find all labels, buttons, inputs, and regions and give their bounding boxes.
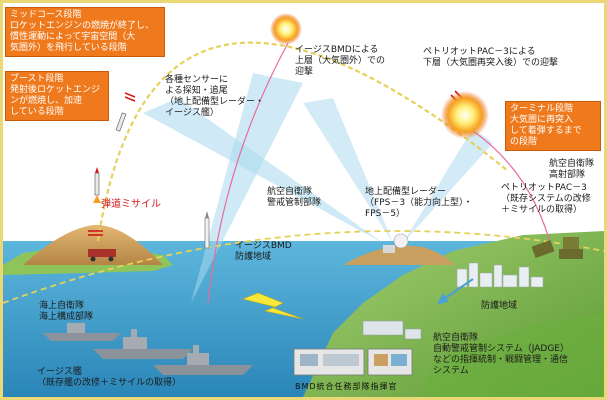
callout-line: 気圏外）を飛行している段階 [10, 43, 127, 53]
explosion-icon [270, 13, 302, 45]
protected-area-label: 防護地域 [481, 301, 518, 311]
label-line: 高射部隊 [549, 170, 586, 180]
label-line: ペトリオットPAC－3 [501, 183, 587, 193]
label-line: 防護地域 [235, 252, 272, 262]
label-line: 自動警戒管制システム（JADGE） [433, 344, 569, 354]
label-line: FPS－5） [365, 209, 406, 219]
label-line: 航空自衛隊 [433, 333, 479, 343]
label-line: （既存システムの改修 [501, 194, 591, 204]
callout-boost: ブースト段階 発射後ロケットエンジ ンが燃焼し、加速 している段階 [5, 71, 109, 121]
sensor-beam [303, 98, 393, 243]
label-line: 迎撃 [295, 67, 314, 77]
ship-icon [93, 329, 193, 359]
label-line: 海上構成部隊 [39, 312, 94, 322]
radar-dome-icon [383, 233, 409, 253]
aegis-intercept-label: イージスBMDによる 上層（大気圏外）での 迎撃 [295, 45, 385, 78]
label-line: よる探知・追尾 [165, 86, 228, 96]
callout-title: ミッドコース段階 [10, 10, 82, 20]
callout-midcourse: ミッドコース段階 ロケットエンジンの燃焼が終了し、 慣性運動によって宇宙空間（大… [5, 7, 165, 57]
callout-line: ンが燃焼し、加速 [10, 96, 83, 106]
label-line: （既存艦の改修＋ミサイルの取得） [37, 378, 182, 388]
aegis-area-label: イージスBMD 防護地域 [235, 241, 292, 263]
launcher-icon [88, 249, 116, 262]
label-line: 各種センサーに [165, 75, 229, 85]
label-line: 警戒管制部隊 [267, 198, 322, 208]
label-line: システム [433, 366, 469, 376]
hill [23, 224, 163, 265]
defense-area-arc [3, 230, 604, 304]
callout-line: している段階 [10, 107, 64, 117]
radar-label: 地上配備型レーダー （FPS－3（能力向上型）・ FPS－5） [365, 187, 473, 220]
label-line: 海上自衛隊 [39, 301, 85, 311]
label-line: ＋ミサイルの取得） [501, 205, 583, 215]
label-line: イージス艦） [165, 108, 219, 118]
ballistic-missile-label: 弾道ミサイル [101, 199, 161, 210]
callout-line: して着弾するまで [510, 126, 582, 136]
pac3-intercept-label: ペトリオットPAC－3による 下層（大気圏再突入後）での迎撃 [423, 47, 558, 69]
missile-icon [115, 112, 127, 132]
sm3-trajectory [207, 42, 289, 304]
launcher-icon [531, 237, 583, 259]
callout-line: 大気圏に再突入 [510, 115, 574, 125]
diagram-canvas: ミッドコース段階 ロケットエンジンの燃焼が終了し、 慣性運動によって宇宙空間（大… [3, 3, 604, 397]
scene-illustration [3, 13, 604, 397]
pac3-unit-label: ペトリオットPAC－3 （既存システムの改修 ＋ミサイルの取得） [501, 183, 591, 216]
callout-line: 発射後ロケットエンジ [10, 85, 101, 95]
radar-hill [343, 245, 455, 265]
callout-line: の段階 [510, 137, 538, 147]
sensors-label: 各種センサーに よる探知・追尾 （地上配備型レーダー・ イージス艦） [165, 75, 264, 119]
callout-line: 慣性運動によって宇宙空間（大 [10, 32, 136, 42]
callout-title: ターミナル段階 [510, 104, 574, 114]
ship-icon [43, 323, 121, 341]
label-line: （地上配備型レーダー・ [165, 97, 265, 107]
label-line: （FPS－3（能力向上型）・ [365, 198, 473, 208]
air-wing-label: 航空自衛隊 警戒管制部隊 [267, 187, 321, 209]
missile-trajectory [96, 41, 509, 242]
label-line: 下層（大気圏再突入後）での迎撃 [423, 58, 559, 68]
label-line: イージス艦 [37, 367, 82, 377]
missile-icon [93, 167, 101, 203]
explosion-icon [441, 91, 489, 139]
label-line: 上層（大気圏外）での [295, 56, 386, 66]
label-line: などの指揮統制・戦闘管理・通信 [433, 355, 569, 365]
missile-icon [204, 211, 210, 249]
callout-line: ロケットエンジンの燃焼が終了し、 [10, 21, 155, 31]
jadge-label: 航空自衛隊 自動警戒管制システム（JADGE） などの指揮統制・戦闘管理・通信 … [433, 333, 569, 377]
label-line: イージスBMD [235, 241, 292, 251]
sensor-beam [403, 128, 493, 243]
label-line: ペトリオットPAC－3による [423, 47, 536, 57]
ship-icon [153, 345, 253, 375]
label-line: イージスBMDによる [295, 45, 379, 55]
lightning-icon [242, 292, 304, 320]
asdf-air-defense-label: 航空自衛隊 高射部隊 [549, 159, 594, 181]
bmd-commander-label: BMD統合任務部隊指揮官 [295, 382, 398, 391]
link-arrow [437, 278, 474, 305]
sensor-beam [143, 98, 383, 243]
label-line: 地上配備型レーダー [365, 187, 447, 197]
pac3-trajectory [472, 130, 554, 254]
label-line: 航空自衛隊 [267, 187, 313, 197]
msdf-label: 海上自衛隊 海上構成部隊 [39, 301, 93, 323]
label-line: 航空自衛隊 [549, 159, 595, 169]
building-icon [362, 320, 422, 340]
callout-terminal: ターミナル段階 大気圏に再突入 して着弾するまで の段階 [505, 101, 601, 151]
building-icon [456, 262, 544, 288]
callout-title: ブースト段階 [10, 74, 64, 84]
satellite-dish-icon [293, 348, 413, 376]
aegis-ship-label: イージス艦 （既存艦の改修＋ミサイルの取得） [37, 367, 181, 389]
